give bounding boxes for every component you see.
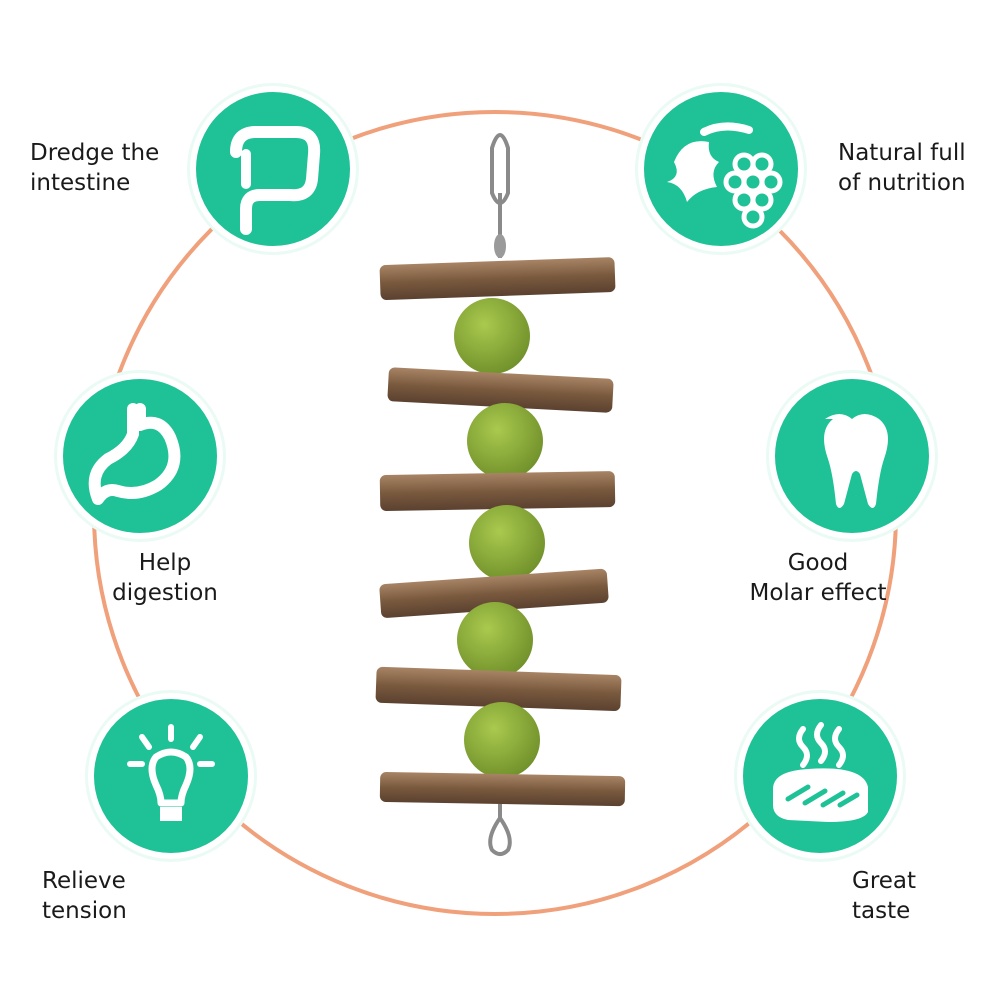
molar-badge [769,373,935,539]
steak-icon [773,722,868,822]
tension-badge [88,693,254,859]
molar-label: Good Molar effect [749,550,887,606]
timothy-ball-1 [454,298,530,374]
intestine-label: Dredge the intestine [30,140,160,196]
wood-stick-5 [375,666,622,712]
timothy-ball-3 [469,505,545,581]
timothy-ball-4 [457,602,533,678]
product-illustration [375,133,626,856]
taste-badge [737,693,903,859]
digestion-badge [57,373,223,539]
tooth-icon [824,414,888,508]
timothy-ball-5 [464,702,540,778]
nutrition-badge [638,86,804,252]
taste-label: Great taste [852,868,917,924]
nutrition-label: Natural full of nutrition [838,140,966,196]
wood-stick-1 [379,257,616,300]
stomach-icon [88,403,181,505]
intestine-icon [230,126,321,235]
timothy-ball-2 [467,403,543,479]
wood-stick-2 [387,367,614,413]
wood-stick-6 [379,772,626,807]
grape-leaf-icon [667,122,783,229]
metal-clasp-bottom [488,804,512,856]
intestine-badge [190,86,356,252]
tension-label: Relieve tension [42,868,127,924]
wood-stick-4 [379,568,609,618]
lightbulb-icon [127,724,215,821]
digestion-label: Help digestion [112,550,218,606]
chew-toy-product-image [360,118,640,858]
wood-stick-3 [379,471,616,511]
